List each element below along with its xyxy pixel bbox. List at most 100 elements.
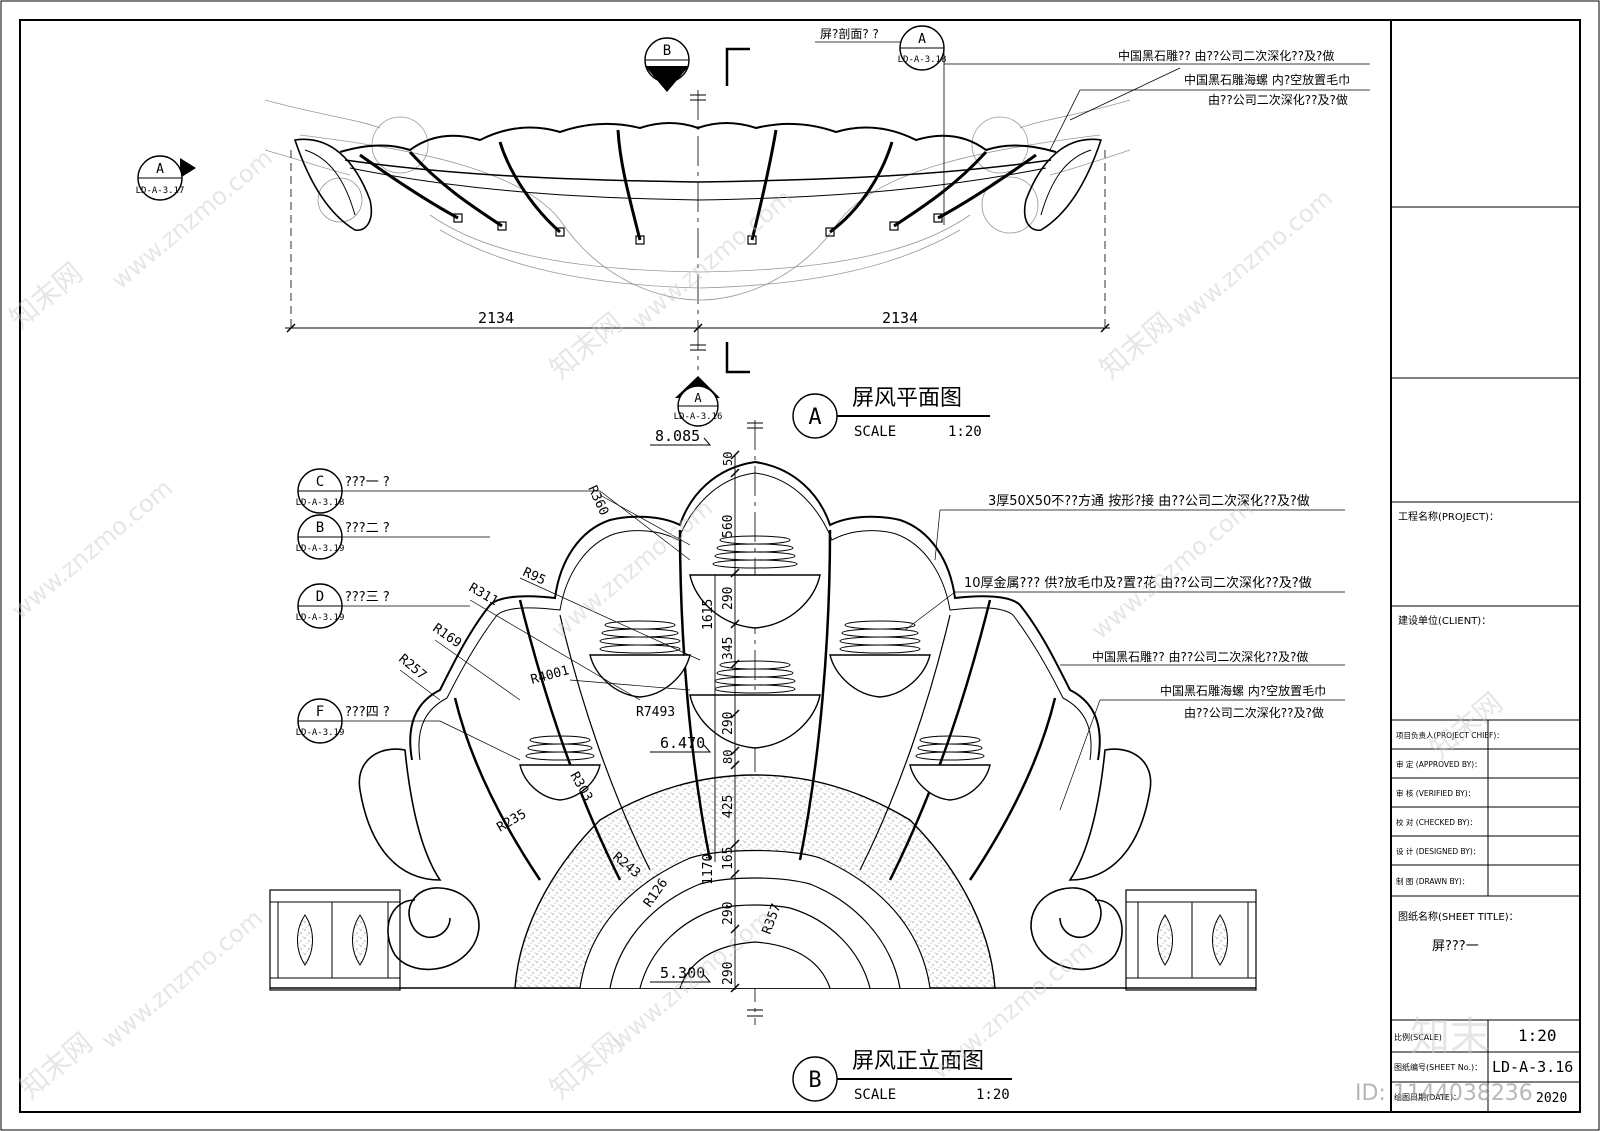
elevation-title-block: B 屏风正立面图 SCALE 1:20 (792, 1049, 1012, 1103)
row-designed: 设 计 (DESIGNED BY)： (1396, 846, 1480, 856)
title-block (1390, 20, 1580, 1112)
plan-scale-label: SCALE (854, 424, 896, 440)
svg-text:C: C (316, 474, 324, 490)
callout-a-left: A LD-A-3.17 (136, 155, 196, 201)
svg-text:www.znzmo.com: www.znzmo.com (96, 904, 268, 1055)
level-mid: 6.470 (660, 734, 705, 752)
bowl-left-lower (519, 735, 601, 801)
scale-row-label: 比例(SCALE) (1394, 1032, 1442, 1042)
project-label: 工程名称(PROJECT)： (1398, 510, 1499, 523)
svg-text:345: 345 (721, 637, 736, 660)
plan-title-block: A 屏风平面图 SCALE 1:20 (792, 386, 990, 440)
svg-text:www.znzmo.com: www.znzmo.com (6, 474, 178, 625)
sheet-title: 屏???一 (1432, 939, 1479, 954)
bowl-top (689, 535, 821, 629)
bowl-right-upper (829, 620, 931, 698)
row-project-chief: 项目负责人(PROJECT CHIEF)： (1396, 730, 1504, 740)
svg-text:www.znzmo.com: www.znzmo.com (626, 184, 798, 335)
svg-text:A: A (156, 162, 164, 177)
plan-title: 屏风平面图 (852, 386, 962, 411)
svg-text:LD-A-3.18: LD-A-3.18 (296, 498, 345, 508)
detail-callout-d: D LD-A-3.19 ???三 ? (296, 583, 470, 629)
plan-marker: A (808, 405, 821, 430)
elev-note-2: 10厚金属??? 供?放毛巾及?置?花 由??公司二次深化??及?做 (964, 575, 1312, 591)
elev-note-5: 由??公司二次深化??及?做 (1184, 705, 1324, 720)
date-label: 绘图日期(DATE)： (1394, 1092, 1461, 1102)
svg-text:www.znzmo.com: www.znzmo.com (1086, 494, 1258, 645)
elevation-scale-label: SCALE (854, 1087, 896, 1103)
svg-text:425: 425 (721, 795, 736, 818)
elevation-view (269, 420, 1257, 1025)
section-b-sheet: - (663, 65, 670, 79)
svg-text:R7493: R7493 (636, 705, 675, 720)
plan-note-3: 由??公司二次深化??及?做 (1208, 92, 1348, 107)
detail-callout-b: B LD-A-3.19 ???二 ? (296, 514, 490, 560)
bowl-mid (689, 660, 821, 749)
detail-callout-f: F LD-A-3.19 ???四 ? (296, 698, 521, 761)
detail-callouts: C LD-A-3.18 ???一 ? B LD-A-3.19 ???二 ? D … (296, 468, 691, 761)
svg-text:R95: R95 (520, 565, 548, 589)
svg-text:知末网: 知末网 (543, 306, 629, 385)
plan-dimensions: 2134 2134 (478, 309, 918, 327)
svg-text:R257: R257 (395, 652, 429, 684)
svg-text:www.znzmo.com: www.znzmo.com (1166, 184, 1338, 335)
svg-text:LD-A-3.18: LD-A-3.18 (898, 55, 947, 65)
plan-note-1: 中国黑石雕?? 由??公司二次深化??及?做 (1118, 48, 1334, 63)
svg-text:560: 560 (721, 515, 736, 538)
callout-a-top: A LD-A-3.18 (898, 25, 947, 225)
svg-text:知末网: 知末网 (3, 256, 89, 335)
level-bottom: 5.300 (660, 964, 705, 982)
callout-a-bottom: A LD-A-3.16 (674, 376, 722, 427)
bowl-right-lower (909, 735, 991, 801)
plan-view (264, 47, 1131, 374)
svg-text:1615: 1615 (701, 599, 716, 630)
row-verified: 审 核 (VERIFIED BY)： (1396, 788, 1475, 798)
elev-note-3: 中国黑石雕?? 由??公司二次深化??及?做 (1092, 649, 1308, 664)
svg-text:???三 ?: ???三 ? (345, 590, 390, 605)
elevation-notes: 3厚50X50不??方通 按形?接 由??公司二次深化??及?做 10厚金属??… (904, 493, 1345, 811)
svg-text:LD-A-3.19: LD-A-3.19 (296, 613, 345, 623)
detail-callout-c: C LD-A-3.18 ???一 ? (296, 468, 691, 561)
svg-text:290: 290 (721, 962, 736, 985)
svg-text:LD-A-3.19: LD-A-3.19 (296, 544, 345, 554)
sheet-title-label: 图纸名称(SHEET TITLE)： (1398, 910, 1519, 923)
dim-right: 2134 (882, 309, 918, 327)
svg-text:???二 ?: ???二 ? (345, 521, 390, 536)
elevation-title: 屏风正立面图 (852, 1049, 984, 1074)
svg-text:A: A (918, 32, 926, 47)
elevation-marker: B (808, 1068, 821, 1093)
row-approved: 审 定 (APPROVED BY)： (1396, 759, 1482, 769)
svg-text:知末网: 知末网 (13, 1026, 99, 1105)
section-b-letter: B (663, 43, 671, 59)
elevation-scale-value: 1:20 (976, 1087, 1010, 1103)
svg-text:知末网: 知末网 (1423, 686, 1509, 765)
svg-text:B: B (316, 520, 324, 536)
svg-text:1170: 1170 (701, 854, 716, 885)
svg-text:R169: R169 (430, 621, 464, 651)
row-checked: 校 对 (CHECKED BY)： (1396, 817, 1477, 827)
svg-text:A: A (694, 391, 702, 405)
svg-text:290: 290 (721, 587, 736, 610)
svg-text:R4001: R4001 (529, 663, 571, 688)
elev-note-4: 中国黑石雕海螺 内?空放置毛巾 (1160, 683, 1326, 698)
svg-text:LD-A-3.19: LD-A-3.19 (296, 728, 345, 738)
logo-watermark: 知末 (1410, 1014, 1490, 1060)
svg-text:???一 ?: ???一 ? (345, 475, 390, 490)
note-section: 屏?剖面? ? (820, 27, 879, 41)
svg-text:50: 50 (721, 452, 735, 466)
client-label: 建设单位(CLIENT)： (1398, 614, 1491, 627)
sheet-no: LD-A-3.16 (1492, 1058, 1573, 1076)
svg-text:知末网: 知末网 (1093, 306, 1179, 385)
level-top: 8.085 (655, 427, 700, 445)
plan-notes: 屏?剖面? ? 中国黑石雕?? 由??公司二次深化??及?做 中国黑石雕海螺 内… (815, 27, 1370, 151)
plan-scale-value: 1:20 (948, 424, 982, 440)
title-block-text: 工程名称(PROJECT)： 建设单位(CLIENT)： 项目负责人(PROJE… (1394, 510, 1573, 1106)
svg-text:R311: R311 (466, 580, 501, 609)
svg-text:LD-A-3.17: LD-A-3.17 (136, 186, 185, 196)
scale-row-value: 1:20 (1518, 1026, 1557, 1045)
svg-text:D: D (316, 589, 324, 605)
svg-text:165: 165 (721, 847, 736, 870)
section-marker-b: B - (644, 37, 690, 92)
